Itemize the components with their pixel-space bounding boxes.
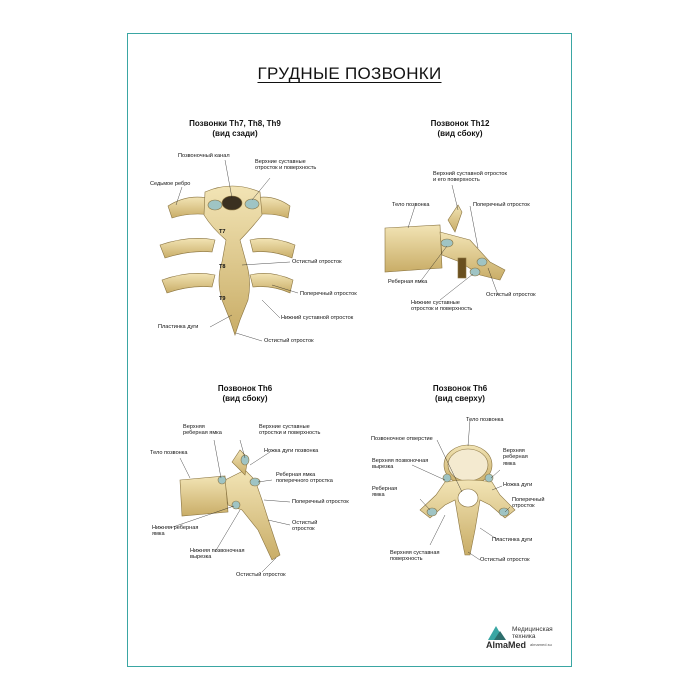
label-th6s-superior-articular: Верхняя суставная поверхность	[390, 550, 440, 563]
label-th6s-foramen: Позвоночное отверстие	[371, 436, 433, 442]
label-th6l-superior-costal: Верхняя реберная ямка	[183, 424, 222, 437]
label-vertebral-canal: Позвоночный канал	[178, 153, 230, 159]
panel-2-title: Позвонок Th12(вид сбоку)	[430, 119, 490, 138]
label-th12-superior-articular: Верхний суставной отросток и его поверхн…	[433, 171, 507, 184]
label-th6l-body: Тело позвонка	[150, 450, 188, 456]
logo-subtitle: Медицинская техника	[512, 626, 553, 640]
posterior-vertebrae-drawing	[159, 185, 296, 336]
label-spinous-process-2: Остистый отросток	[264, 338, 314, 344]
label-th6s-body: Тело позвонка	[466, 417, 504, 423]
label-th6l-transverse-costal: Реберная ямка поперечного отростка	[276, 472, 333, 485]
panel-4-title: Позвонок Th6(вид сверху)	[432, 384, 488, 403]
logo-url: almamed.su	[530, 642, 552, 647]
label-th6l-transverse: Поперечный отросток	[292, 499, 349, 505]
label-transverse-process-1: Поперечный отросток	[300, 291, 357, 297]
panel-3-title: Позвонок Th6(вид сбоку)	[217, 384, 273, 403]
poster-frame	[127, 33, 572, 667]
almamed-logo: Медицинская техника AlmaMed almamed.su	[486, 626, 566, 656]
label-th6s-costal-facet: Реберная ямка	[372, 486, 398, 499]
label-th12-inferior-articular: Нижние суставные отросток и поверхность	[411, 300, 473, 313]
label-th12-body: Тело позвонка	[392, 202, 430, 208]
label-th6l-inferior-costal: Нижняя реберная ямка	[152, 525, 199, 538]
th12-lateral-drawing	[384, 204, 506, 281]
label-superior-articular: Верхние суставные отросток и поверхность	[255, 159, 317, 172]
label-t8: T8	[219, 264, 226, 270]
label-th12-costal-facet: Реберная ямка	[388, 279, 428, 285]
th6-lateral-drawing	[179, 449, 281, 561]
label-th12-transverse: Поперечный отросток	[473, 202, 530, 208]
label-th12-spinous: Остистый отросток	[486, 292, 536, 298]
almamed-logo-mark	[488, 626, 506, 640]
label-seventh-rib: Седьмое ребро	[150, 181, 191, 187]
label-t7: T7	[219, 229, 226, 235]
th6-superior-drawing	[419, 444, 516, 556]
label-lamina-1: Пластинка дуги	[158, 324, 199, 330]
label-th6s-spinous: Остистый отросток	[480, 557, 530, 563]
logo-name: AlmaMed	[486, 640, 527, 650]
label-th6l-superior-articular: Верхние суставные отростки и поверхность	[259, 424, 321, 437]
label-t9: T9	[219, 296, 226, 302]
label-th6l-spinous-short: Остистый отросток	[292, 520, 318, 533]
poster-title: ГРУДНЫЕ ПОЗВОНКИ	[257, 64, 442, 83]
label-th6s-lamina: Пластинка дуги	[492, 537, 533, 543]
label-th6l-pedicle: Ножка дуги позвонка	[264, 448, 319, 454]
label-th6s-superior-notch: Верхняя позвоночная вырезка	[372, 458, 429, 471]
label-th6l-spinous: Остистый отросток	[236, 572, 286, 578]
label-spinous-process-1: Остистый отросток	[292, 259, 342, 265]
label-th6l-inferior-notch: Нижняя позвоночная вырезка	[190, 548, 245, 561]
label-th6s-superior-costal: Верхняя реберная ямка	[503, 448, 528, 467]
panel-1-title: Позвонки Th7, Th8, Th9(вид сзади)	[189, 119, 281, 138]
label-th6s-pedicle: Ножка дуги	[503, 482, 533, 488]
label-th6s-transverse: Поперечный отросток	[512, 497, 545, 510]
label-inferior-articular-1: Нижний суставной отросток	[281, 315, 354, 321]
